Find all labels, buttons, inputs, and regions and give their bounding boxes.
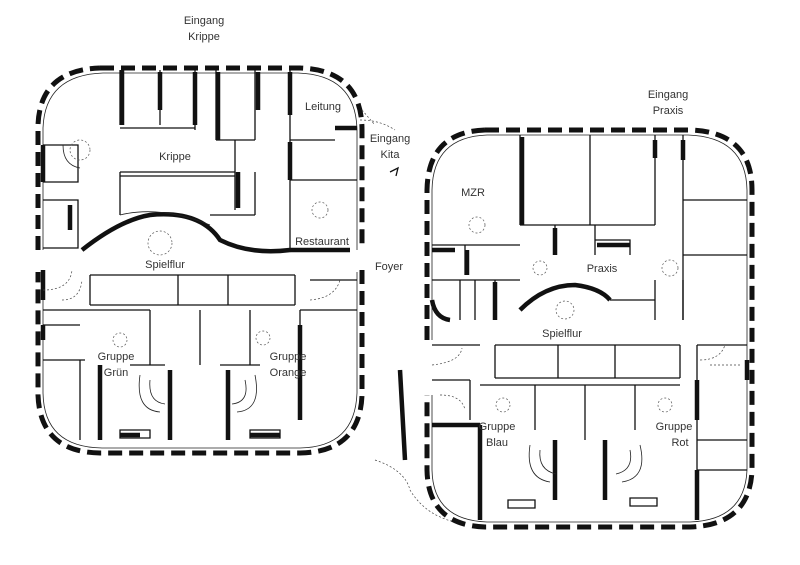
left-building: [35, 65, 365, 456]
door-arc-left: [62, 144, 81, 169]
label-spielflur-right: Spielflur: [542, 328, 582, 340]
praxis-circle-a: [532, 260, 548, 276]
right-spielflur-walls: [494, 344, 681, 379]
label-eingang-kita-1: Eingang: [370, 133, 410, 145]
krippe-circle-a: [69, 139, 91, 161]
left-side-rooms: [43, 144, 79, 249]
label-gruppe-blau-1: Gruppe: [479, 421, 516, 433]
label-leitung: Leitung: [305, 101, 341, 113]
right-toilet-rect-2: [629, 497, 658, 507]
label-krippe: Krippe: [159, 151, 191, 163]
label-eingang-praxis-1: Eingang: [648, 89, 688, 101]
left-toilet-rect-2: [249, 429, 281, 439]
praxis-curve: [518, 282, 612, 312]
rot-circle: [657, 397, 673, 413]
label-mzr: MZR: [461, 187, 485, 199]
label-eingang-krippe-2: Krippe: [188, 31, 220, 43]
left-spielflur-walls: [89, 274, 296, 306]
restaurant-thick: [287, 125, 357, 253]
gruen-circle: [112, 332, 128, 348]
label-eingang-krippe-1: Eingang: [184, 15, 224, 27]
left-side-thick: [40, 145, 73, 230]
krippe-circle-b: [147, 230, 173, 256]
krippe-rooms-walls: [119, 70, 291, 216]
mzr-curve: [429, 299, 451, 323]
label-gruppe-orange-2: Orange: [270, 367, 307, 379]
label-gruppe-blau-2: Blau: [486, 437, 508, 449]
left-door-swings: [42, 269, 341, 301]
right-door-swings: [431, 344, 740, 411]
spielflur-circle: [555, 300, 575, 320]
left-group-thick: [40, 270, 303, 440]
orange-circle: [255, 330, 271, 346]
gruppe-blau-nook: [528, 444, 557, 483]
label-spielflur-left: Spielflur: [145, 259, 185, 271]
restaurant-circle: [311, 201, 329, 219]
blau-circle: [495, 397, 511, 413]
praxis-rooms-walls: [519, 135, 747, 320]
left-toilet-rect-1: [119, 429, 151, 439]
kita-entrance-arrow: [389, 166, 399, 177]
left-bottom-curve: [374, 459, 456, 523]
label-eingang-kita-2: Kita: [381, 149, 401, 161]
label-eingang-praxis-2: Praxis: [653, 105, 684, 117]
gruppe-gruen-nook: [138, 374, 166, 413]
right-building-inner-outline: [431, 134, 748, 523]
mzr-walls: [432, 244, 520, 320]
right-building: [397, 127, 755, 530]
right-toilet-rect-1: [507, 499, 536, 509]
label-gruppe-gruen-1: Gruppe: [98, 351, 135, 363]
label-gruppe-rot-1: Gruppe: [656, 421, 693, 433]
right-group-thick: [397, 360, 750, 520]
restaurant-walls: [289, 127, 357, 250]
mzr-thick: [432, 247, 498, 320]
praxis-circle-b: [661, 259, 679, 277]
left-building-outer-wall: [35, 65, 365, 456]
room-labels: Eingang Krippe Leitung Eingang Kita Eing…: [98, 15, 693, 449]
mzr-circle: [468, 216, 486, 234]
praxis-thick: [519, 137, 686, 255]
gruppe-orange-nook: [231, 374, 257, 413]
label-gruppe-rot-2: Rot: [671, 437, 688, 449]
label-foyer: Foyer: [375, 261, 403, 273]
label-praxis: Praxis: [587, 263, 618, 275]
praxis-curve-right: [610, 280, 684, 320]
curved-corridor-lower: [119, 211, 211, 226]
krippe-thick-walls: [119, 70, 293, 208]
right-building-outer-wall: [424, 127, 755, 530]
label-gruppe-gruen-2: Grün: [104, 367, 128, 379]
label-gruppe-orange-1: Gruppe: [270, 351, 307, 363]
gruppe-rot-nook: [615, 444, 643, 483]
label-restaurant: Restaurant: [295, 236, 349, 248]
curved-corridor-upper: [80, 212, 291, 254]
left-building-inner-outline: [42, 72, 358, 449]
entrance-line-kita: [359, 109, 396, 131]
